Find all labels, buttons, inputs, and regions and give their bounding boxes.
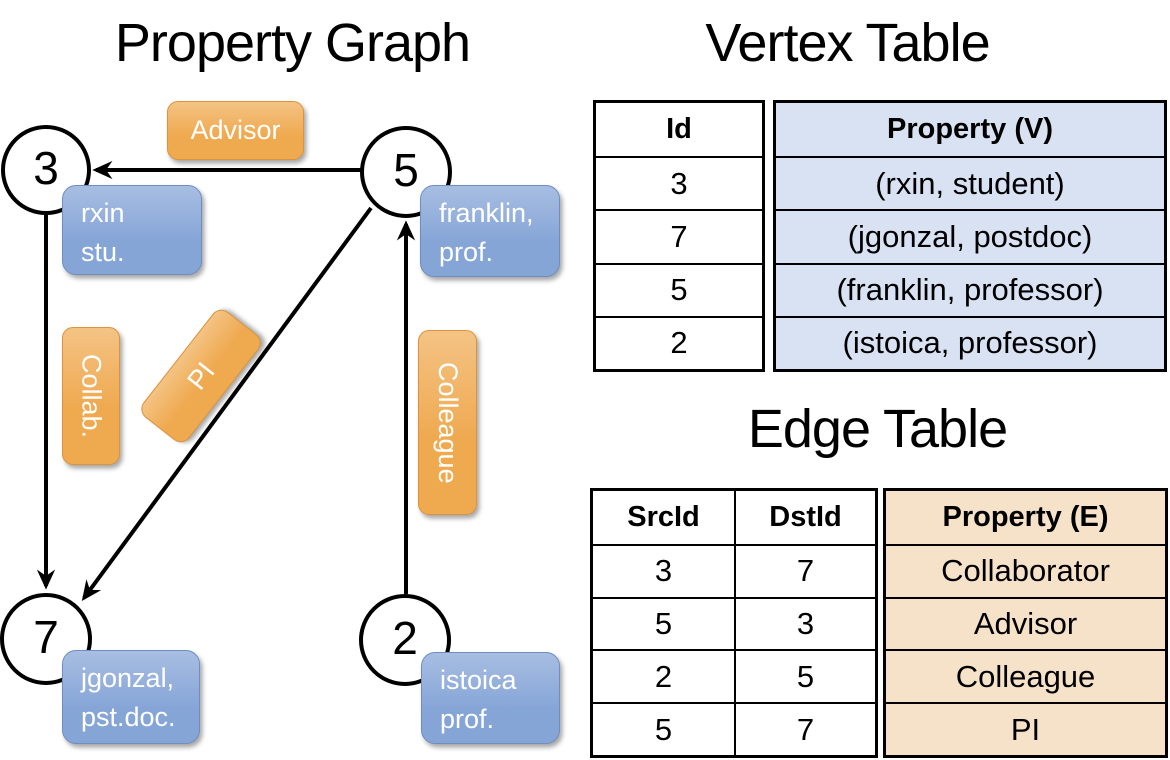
table-cell: (jgonzal, postdoc) [776, 209, 1164, 262]
vertex-property-text: istoica prof. [422, 653, 523, 739]
vertex-5-line1: franklin, [439, 198, 534, 228]
vertex-property-text: jgonzal, pst.doc. [63, 651, 182, 737]
table-cell: (rxin, student) [776, 156, 1164, 209]
vertex-property-box-5: franklin, prof. [420, 185, 560, 277]
table-row: SrcId DstId [593, 491, 875, 544]
vertex-property-box-7: jgonzal, pst.doc. [62, 650, 200, 744]
vertex-2-line1: istoica [440, 665, 517, 695]
table-row: 5 7 [593, 702, 875, 755]
table-cell: 3 [596, 156, 762, 209]
vertex-3-line2: stu. [81, 237, 125, 267]
vertex-5-line2: prof. [439, 237, 494, 267]
node-7-id: 7 [33, 611, 59, 663]
table-row: 3 7 [593, 543, 875, 597]
table-cell: Advisor [886, 596, 1165, 650]
vertex-table-id-column: Id 3 7 5 2 [593, 100, 765, 372]
edge-property-header: Property (E) [942, 500, 1109, 533]
node-5-id: 5 [393, 144, 419, 196]
table-cell: 7 [734, 704, 875, 755]
edge-table: SrcId DstId 3 7 5 3 2 5 5 7 [590, 488, 1168, 758]
table-cell: 5 [734, 651, 875, 703]
edge-label-advisor: Advisor [167, 101, 304, 160]
vertex-7-line1: jgonzal, [81, 663, 175, 693]
table-cell: 7 [734, 545, 875, 597]
table-row: 2 5 [593, 649, 875, 703]
table-cell: 3 [654, 553, 673, 589]
property-graph-panel: Property Graph 3 5 7 2 Advisor Collab. P… [0, 13, 560, 744]
edge-table-title: Edge Table [747, 399, 1008, 459]
vertex-7-line2: pst.doc. [81, 702, 176, 732]
table-cell: Colleague [886, 649, 1165, 702]
table-cell: 7 [596, 209, 762, 262]
table-row: 5 3 [593, 596, 875, 650]
table-cell: Collaborator [886, 543, 1165, 597]
table-cell: (istoica, professor) [776, 315, 1164, 369]
vertex-property-box-2: istoica prof. [421, 652, 560, 744]
vertex-property-header: Property (V) [887, 113, 1053, 146]
table-cell: 2 [596, 315, 762, 369]
vertex-id-header: Id [666, 113, 692, 146]
vertex-2-line2: prof. [440, 704, 495, 734]
edge-table-property-column: Property (E) Collaborator Advisor Collea… [883, 488, 1168, 758]
edge-pi-line [81, 206, 373, 601]
vertex-table: Id 3 7 5 2 Property (V) (rxin, student) … [593, 100, 1167, 372]
vertex-table-title: Vertex Table [705, 13, 990, 73]
vertex-table-property-column: Property (V) (rxin, student) (jgonzal, p… [773, 100, 1167, 372]
edge-label-collab: Collab. [62, 327, 120, 465]
graph-title: Property Graph [114, 13, 471, 73]
vertex-property-text: rxin stu. [63, 186, 131, 272]
edge-srcid-header: SrcId [627, 500, 700, 533]
node-2-id: 2 [392, 612, 418, 664]
vertex-3-line1: rxin [81, 198, 125, 228]
table-cell: 2 [654, 658, 673, 694]
edge-dstid-header: DstId [734, 491, 875, 544]
table-cell: PI [886, 702, 1165, 755]
table-cell: 5 [654, 605, 673, 641]
edge-table-id-columns: SrcId DstId 3 7 5 3 2 5 5 7 [590, 488, 878, 758]
table-cell: 3 [734, 598, 875, 650]
vertex-property-text: franklin, prof. [421, 186, 540, 272]
vertex-property-box-3: rxin stu. [62, 185, 202, 275]
table-cell: 5 [596, 262, 762, 316]
tables-panel: Vertex Table Id 3 7 5 2 Property (V) (rx… [585, 0, 1170, 760]
table-cell: 5 [654, 711, 673, 747]
table-cell: (franklin, professor) [776, 262, 1164, 316]
edge-label-colleague: Colleague [418, 330, 477, 515]
node-3-id: 3 [33, 142, 59, 194]
